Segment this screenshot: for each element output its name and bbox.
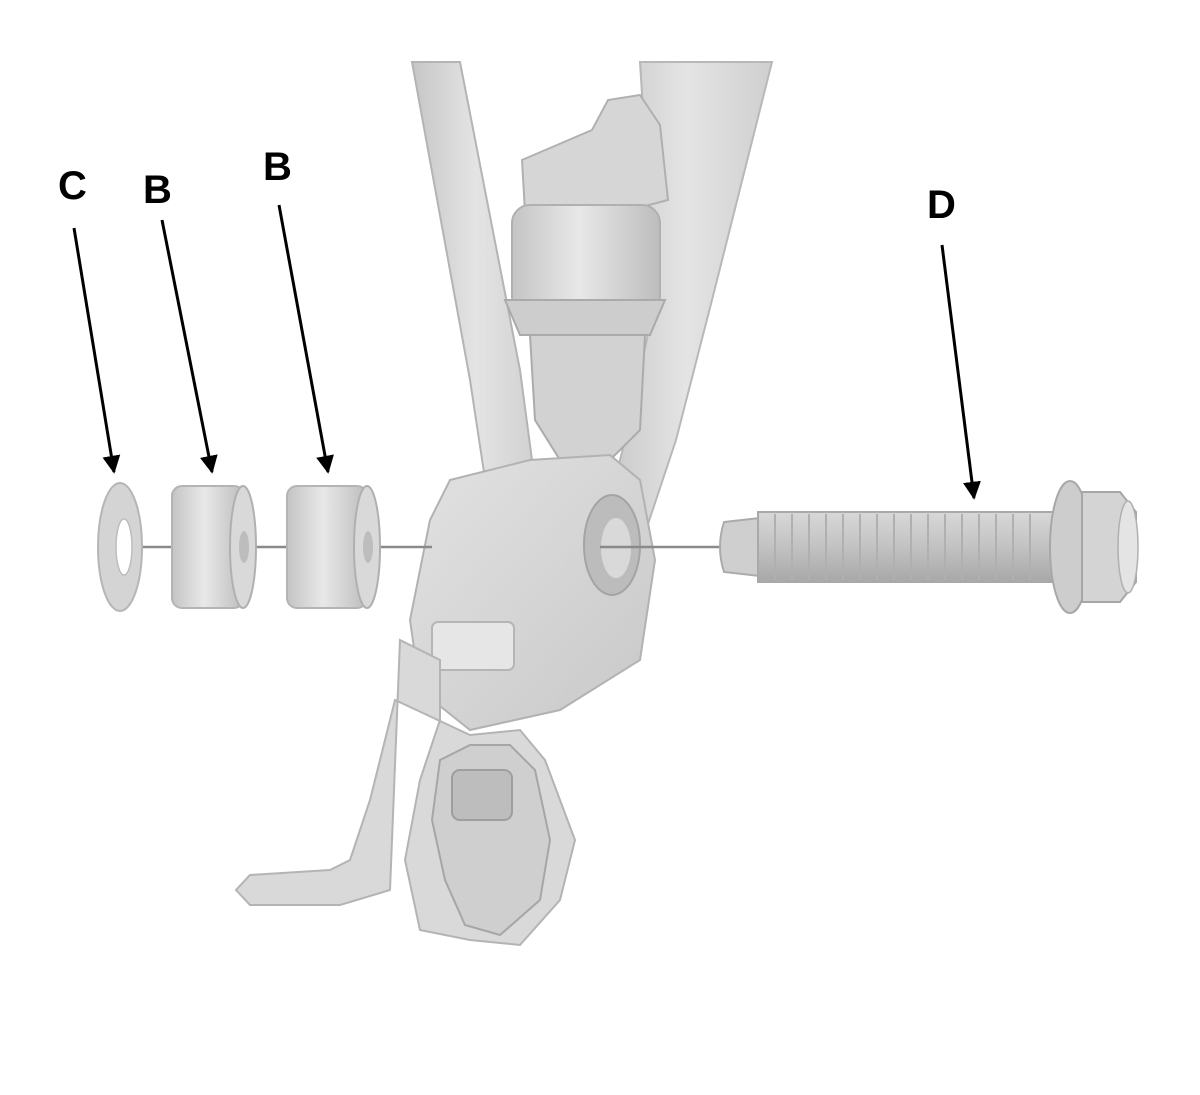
leader-b1	[160, 219, 218, 474]
spacer-collar-1	[171, 485, 257, 609]
bolt-threads	[774, 514, 1031, 580]
washer	[97, 482, 143, 612]
callout-label-b1: B	[143, 168, 172, 212]
callout-label-b2: B	[263, 145, 292, 189]
lever-tab	[431, 621, 515, 671]
flange-bolt	[719, 480, 1139, 614]
sensor-assembly	[234, 61, 774, 947]
sensor-connector	[520, 93, 670, 214]
leader-d	[940, 244, 981, 500]
callout-label-c: C	[58, 164, 87, 208]
bolt-tip	[719, 516, 761, 578]
spacer-collar-2	[286, 485, 381, 609]
callout-label-d: D	[927, 183, 956, 227]
wiring-connector-latch	[451, 769, 513, 821]
leader-c	[72, 227, 121, 474]
sensor-body	[511, 204, 661, 316]
callout-leaders	[72, 204, 981, 500]
leader-b2	[277, 204, 334, 474]
callout-labels: C B B D	[58, 145, 956, 227]
sensor-collar	[503, 299, 667, 336]
